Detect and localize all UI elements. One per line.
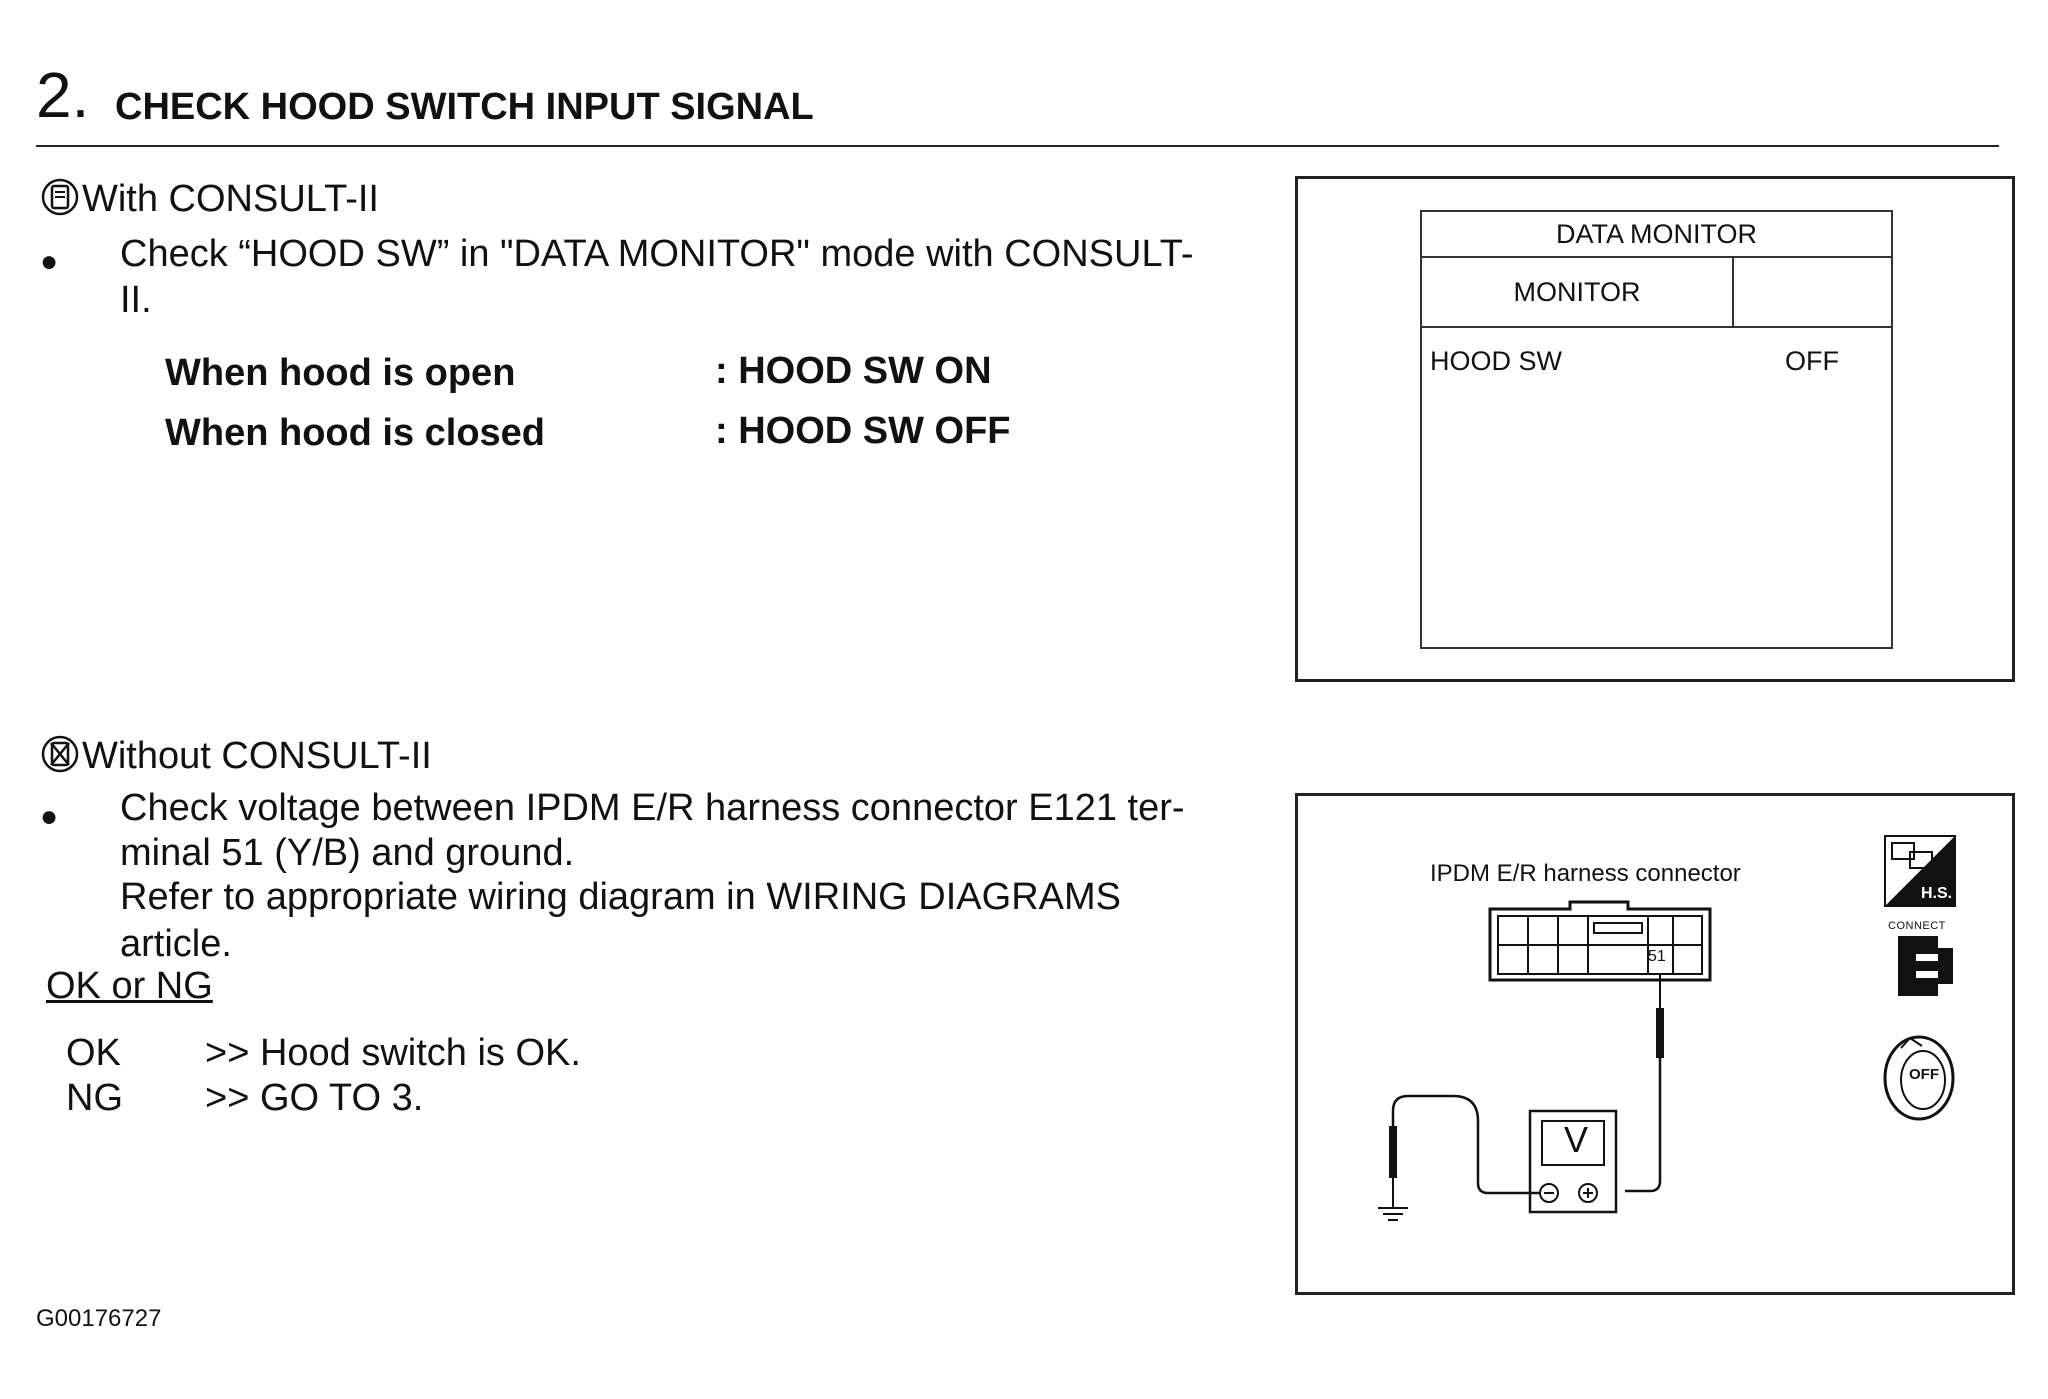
- result-code-ng: NG: [66, 1077, 123, 1119]
- connector-label: IPDM E/R harness connector: [1430, 860, 1741, 887]
- hs-label: H.S.: [1921, 885, 1953, 902]
- with-consult-line2: II.: [120, 279, 152, 321]
- with-consult-heading: With CONSULT-II: [40, 176, 379, 228]
- voltmeter: [1528, 1109, 1618, 1214]
- monitor-item-hood-sw: HOOD SW: [1430, 346, 1562, 376]
- step-title: CHECK HOOD SWITCH INPUT SIGNAL: [115, 86, 814, 128]
- monitor-column-header: MONITOR: [1422, 258, 1734, 328]
- with-consult-label: With CONSULT-II: [82, 178, 379, 220]
- harness-connector: [1488, 900, 1712, 982]
- negative-probe: [1389, 1094, 1540, 1208]
- with-consult-line1: Check “HOOD SW” in "DATA MONITOR" mode w…: [120, 233, 1194, 275]
- harness-service-icon: [1884, 835, 1956, 907]
- monitor-value-hood-sw: OFF: [1785, 346, 1839, 376]
- condition-closed-value: : HOOD SW OFF: [715, 410, 1011, 452]
- condition-open-value: : HOOD SW ON: [715, 350, 992, 392]
- without-consult-line3: Refer to appropriate wiring diagram in W…: [120, 876, 1121, 918]
- result-text-ok: >> Hood switch is OK.: [205, 1032, 581, 1074]
- condition-open-label: When hood is open: [165, 352, 516, 394]
- meter-symbol: V: [1563, 1119, 1588, 1160]
- ground-icon: [1378, 1207, 1408, 1221]
- without-consult-line1: Check voltage between IPDM E/R harness c…: [120, 787, 1185, 829]
- connector-disconnect-icon: [1898, 936, 1953, 996]
- result-code-ok: OK: [66, 1032, 121, 1074]
- figure-code: G00176727: [36, 1305, 162, 1332]
- voltage-check-diagram: IPDM E/R harness connector 51 V H.S. CON…: [1295, 793, 2015, 1295]
- ok-or-ng-heading: OK or NG: [46, 965, 213, 1007]
- bullet-icon: ●: [40, 800, 59, 833]
- value-column-header: [1734, 258, 1891, 328]
- data-monitor-screen: DATA MONITOR MONITOR HOOD SW OFF: [1420, 210, 1893, 649]
- no-consult-icon: [40, 734, 80, 785]
- ignition-off-icon: [1883, 1035, 1955, 1121]
- step-number: 2.: [36, 59, 90, 131]
- positive-probe: [1625, 974, 1664, 1193]
- ignition-label: OFF: [1909, 1066, 1939, 1083]
- without-consult-line2: minal 51 (Y/B) and ground.: [120, 832, 575, 874]
- title-divider: [36, 145, 1999, 147]
- result-text-ng: >> GO TO 3.: [205, 1077, 424, 1119]
- without-consult-heading: Without CONSULT-II: [40, 733, 432, 785]
- data-monitor-panel: DATA MONITOR MONITOR HOOD SW OFF: [1295, 176, 2015, 682]
- consult-icon: [40, 177, 80, 228]
- bullet-icon: ●: [40, 245, 59, 278]
- terminal-number: 51: [1648, 948, 1666, 965]
- without-consult-line4: article.: [120, 923, 232, 965]
- data-monitor-title: DATA MONITOR: [1422, 212, 1891, 258]
- without-consult-label: Without CONSULT-II: [82, 735, 432, 777]
- diagram-drawing: [1378, 835, 1956, 1221]
- connect-label: CONNECT: [1888, 920, 1946, 932]
- condition-closed-label: When hood is closed: [165, 412, 546, 454]
